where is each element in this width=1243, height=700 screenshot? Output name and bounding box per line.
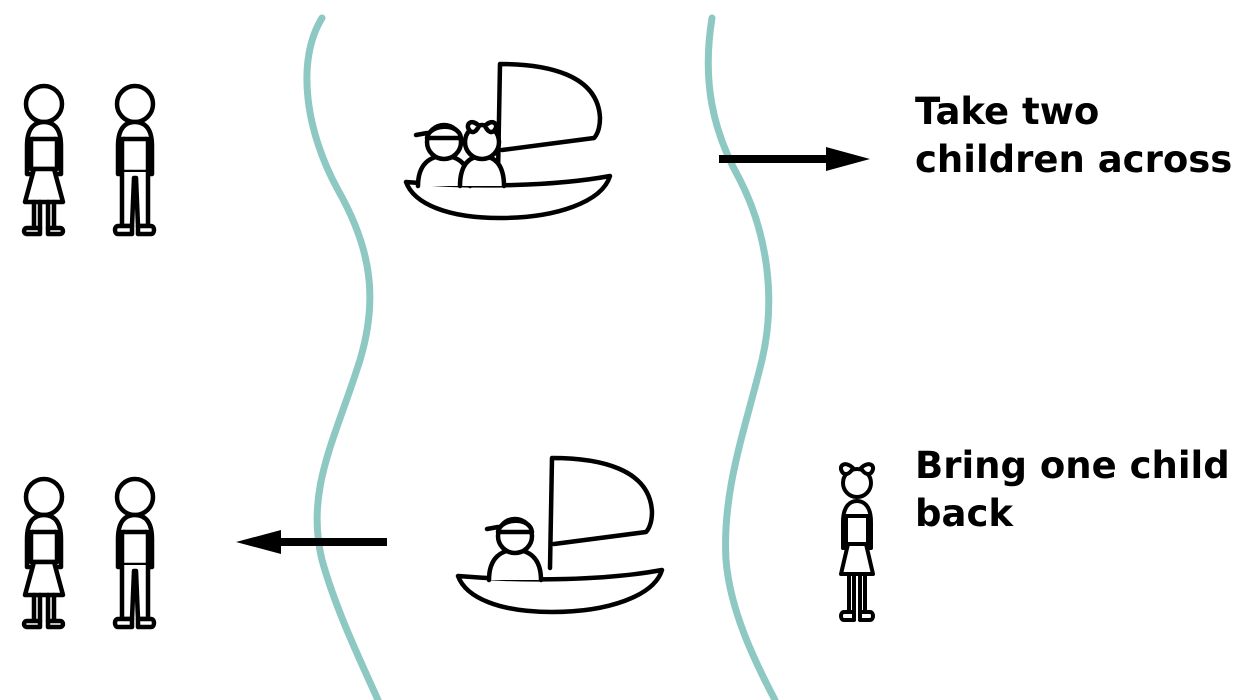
step-2-caption-line-1: Bring one child xyxy=(915,444,1230,487)
step-1-caption-line-1: Take two xyxy=(915,90,1100,133)
man-figure xyxy=(115,479,154,627)
boy-in-boat xyxy=(487,519,541,580)
step-1-left-bank xyxy=(24,86,154,234)
river-bank-left xyxy=(303,14,382,700)
step-2-right-bank xyxy=(838,462,876,622)
river-bank-right xyxy=(704,14,779,700)
step-1-boat xyxy=(406,64,610,218)
step-1-caption-line-2: children across xyxy=(915,138,1233,182)
step-1-caption: Take two children across xyxy=(915,88,1232,184)
step-2-caption-line-2: back xyxy=(915,492,1013,536)
step-2-boat xyxy=(458,458,662,612)
step-2-left-bank xyxy=(24,479,154,627)
sailboat-icon xyxy=(458,458,662,612)
woman-figure xyxy=(24,86,63,234)
step-2-caption: Bring one child back xyxy=(915,442,1230,538)
arrow-left-icon xyxy=(236,530,387,554)
arrow-right-icon xyxy=(719,147,870,171)
man-figure xyxy=(115,86,154,234)
woman-figure xyxy=(24,479,63,627)
girl-figure xyxy=(838,462,876,622)
